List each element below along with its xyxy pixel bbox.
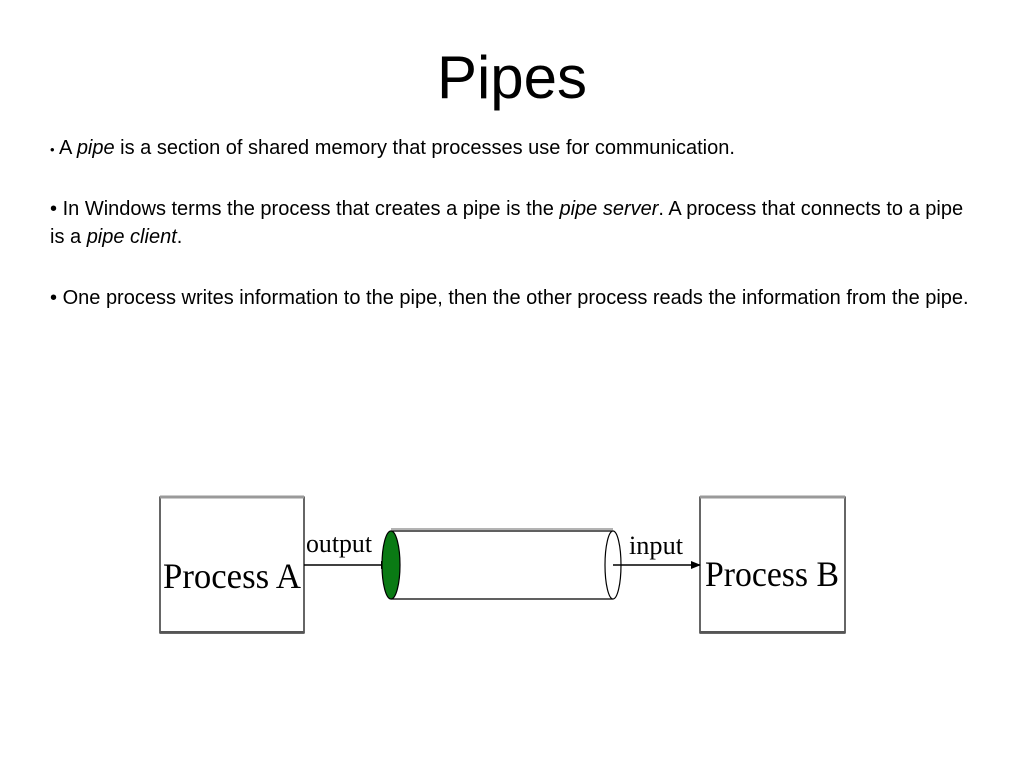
process-a-label: Process A (163, 556, 301, 596)
bullet-text: is a section of shared memory that proce… (114, 137, 735, 159)
process-b-label: Process B (705, 554, 839, 594)
bullet-pipe-definition: • A pipe is a section of shared memory t… (50, 134, 980, 164)
pipe-cylinder (381, 528, 622, 600)
bullet-marker: • (50, 198, 58, 220)
term-pipe-client: pipe client (86, 226, 177, 248)
slide-title: Pipes (436, 44, 588, 111)
bullet-marker: • (50, 142, 55, 157)
term-pipe-server: pipe server (559, 198, 659, 220)
bullet-text: . A process that connects to a pipe is a (50, 198, 964, 248)
process-b-box: Process B (699, 495, 846, 634)
bullet-text: In Windows terms the process that create… (62, 198, 560, 220)
bullet-text: . (176, 226, 183, 248)
process-a-box: Process A (159, 495, 305, 634)
bullet-text: One process writes information to the pi… (62, 287, 969, 309)
output-label: output (306, 529, 373, 558)
term-pipe: pipe (76, 137, 115, 159)
pipe-write-end (381, 530, 401, 600)
bullet-text: A (59, 137, 77, 159)
bullet-pipe-server-client: • In Windows terms the process that crea… (50, 195, 980, 251)
bullet-marker: • (50, 287, 58, 309)
bullet-pipe-read-write: • One process writes information to the … (50, 284, 980, 312)
input-label: input (629, 531, 684, 560)
